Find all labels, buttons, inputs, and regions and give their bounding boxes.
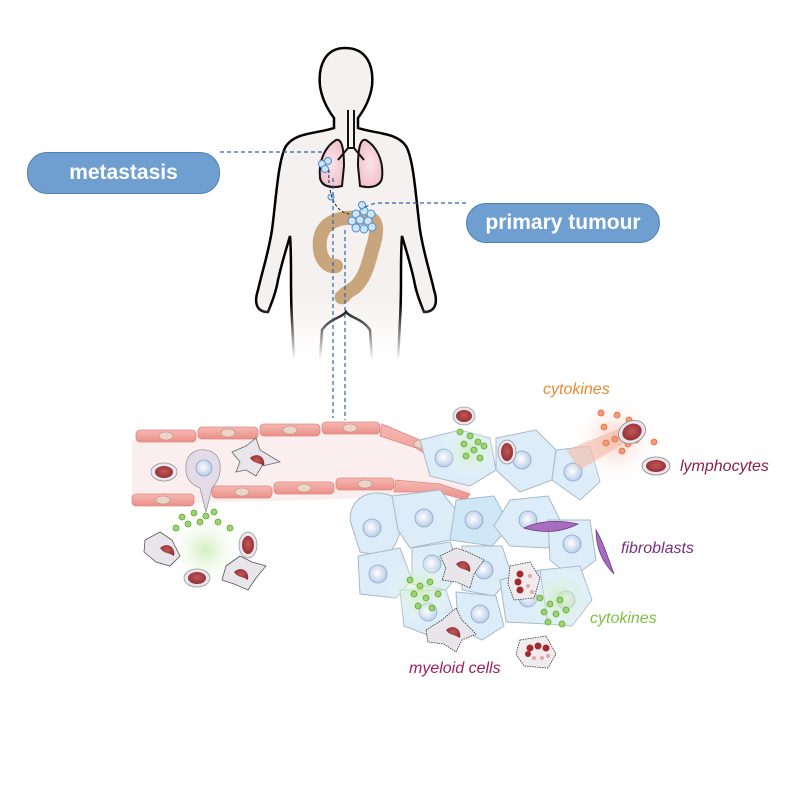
primary-tumour-cluster xyxy=(347,201,377,234)
neutrophil xyxy=(515,635,557,669)
blood-vessel xyxy=(131,421,471,513)
myeloid-cells-label: myeloid cells xyxy=(409,660,501,677)
premetastatic-niche xyxy=(143,508,267,591)
lymphocyte-cluster xyxy=(566,395,671,485)
fibroblast xyxy=(595,528,615,575)
primary-tumour-label: primary tumour xyxy=(466,203,660,243)
lymphocytes-label: lymphocytes xyxy=(680,458,769,475)
cytokines-label-green: cytokines xyxy=(590,610,657,627)
trachea xyxy=(337,110,365,161)
fibroblast xyxy=(522,520,580,532)
fibroblasts-label: fibroblasts xyxy=(621,540,694,557)
green-cytokine-dots xyxy=(406,428,570,628)
neutrophil xyxy=(507,561,541,601)
primary-leader xyxy=(361,202,466,211)
human-body-figure xyxy=(254,46,438,362)
metastasis-label: metastasis xyxy=(27,152,220,194)
metastasis-cluster xyxy=(318,157,335,201)
tumour-mass xyxy=(349,406,615,669)
body-silhouette xyxy=(254,46,438,362)
right-lung xyxy=(356,138,384,188)
cytokines-label-orange: cytokines xyxy=(543,381,610,398)
leader-lines xyxy=(220,151,466,420)
